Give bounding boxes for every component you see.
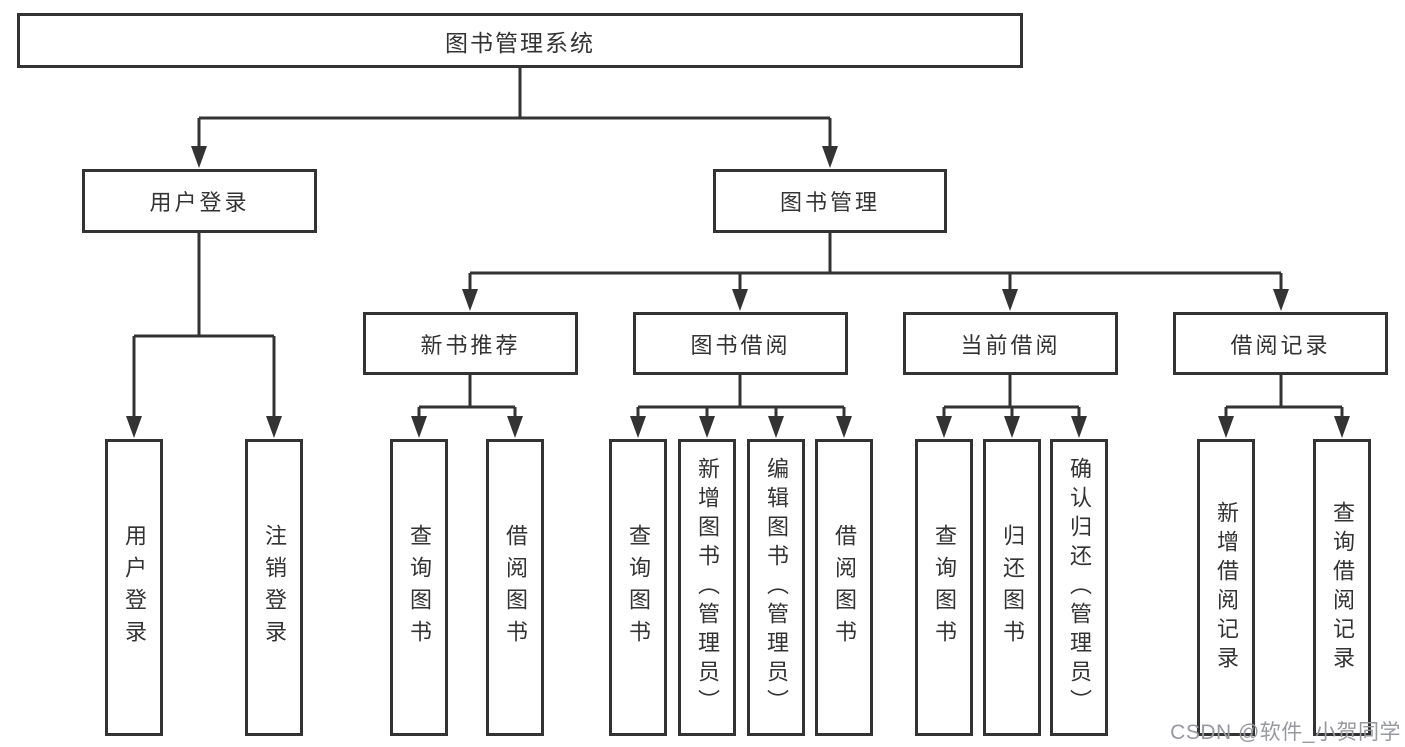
leaf-logout: 注销登录	[245, 439, 303, 736]
node-current-borrow: 当前借阅	[903, 312, 1118, 375]
node-system-root: 图书管理系统	[17, 13, 1023, 68]
arrowhead	[191, 146, 207, 168]
arrowhead	[768, 416, 784, 438]
arrowhead	[1334, 416, 1350, 438]
leaf-borrow-add-book-admin: 新增图书（管理员）	[678, 439, 736, 736]
node-borrow-records: 借阅记录	[1173, 312, 1388, 375]
arrowhead	[462, 289, 478, 311]
leaf-records-add-record: 新增借阅记录	[1197, 439, 1255, 736]
arrowhead	[507, 416, 523, 438]
arrowheads	[126, 146, 1350, 438]
leaf-newbooks-query-book: 查询图书	[390, 439, 448, 736]
wire-book-mgmt-to-level3	[468, 233, 1283, 293]
arrowhead	[266, 416, 282, 438]
leaf-borrow-borrow-book: 借阅图书	[815, 439, 873, 736]
leaf-newbooks-borrow-book: 借阅图书	[486, 439, 544, 736]
watermark: CSDN @软件_小贺同学	[1170, 721, 1401, 744]
wire-root-to-level2	[197, 68, 832, 150]
leaf-current-query-book: 查询图书	[915, 439, 973, 736]
arrowhead	[936, 416, 952, 438]
arrowhead	[1218, 416, 1234, 438]
arrowhead	[411, 416, 427, 438]
node-book-management: 图书管理	[713, 169, 947, 233]
arrowhead	[126, 416, 142, 438]
leaf-current-confirm-return-admin: 确认归还（管理员）	[1050, 439, 1108, 736]
arrowhead	[1071, 416, 1087, 438]
connector-wires	[132, 68, 1344, 420]
leaf-records-query-record: 查询借阅记录	[1313, 439, 1371, 736]
leaf-borrow-edit-book-admin: 编辑图书（管理员）	[747, 439, 805, 736]
wire-user-login-to-leaves	[132, 233, 276, 420]
wire-new-books-to-leaves	[417, 375, 517, 420]
arrowhead	[1002, 289, 1018, 311]
node-new-book-recommend: 新书推荐	[363, 312, 578, 375]
arrowhead	[1273, 289, 1289, 311]
wire-book-borrow-to-leaves	[636, 375, 846, 420]
arrowhead	[822, 146, 838, 168]
arrowhead	[1004, 416, 1020, 438]
arrowhead	[836, 416, 852, 438]
arrowhead	[732, 289, 748, 311]
leaf-user-login: 用户登录	[105, 439, 163, 736]
wire-current-borrow-to-leaves	[942, 375, 1081, 420]
leaf-current-return-book: 归还图书	[983, 439, 1041, 736]
arrowhead	[699, 416, 715, 438]
node-book-borrow: 图书借阅	[633, 312, 848, 375]
arrowhead	[630, 416, 646, 438]
leaf-borrow-query-book: 查询图书	[609, 439, 667, 736]
wire-borrow-records-to-leaves	[1224, 375, 1344, 420]
node-user-login: 用户登录	[82, 169, 317, 233]
